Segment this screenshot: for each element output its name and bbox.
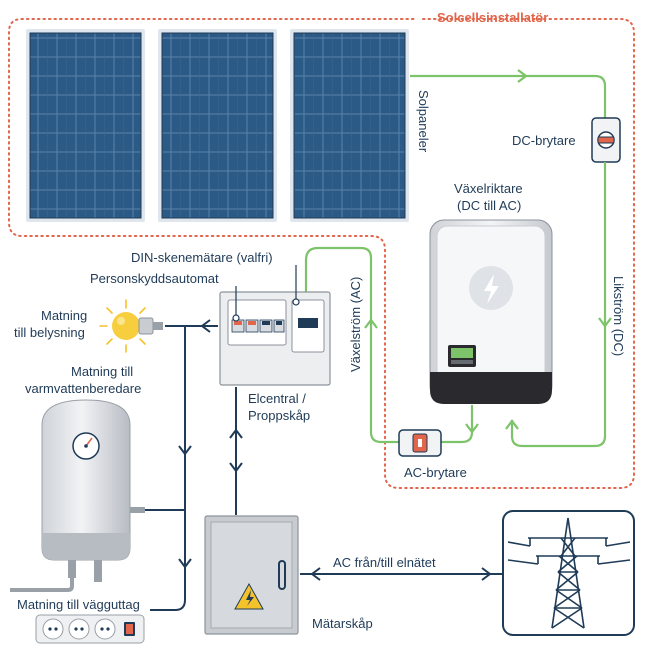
- water-heater-icon: [10, 399, 145, 592]
- bidirectional-arrow-icon: [310, 567, 321, 581]
- alternating-current-label: Växelström (AC): [348, 277, 363, 372]
- distribution-board-label-line2: Proppskåp: [248, 408, 310, 423]
- supply-arrow-icon: [200, 319, 211, 333]
- dc-arrow-icon: [517, 69, 528, 83]
- solar-installer-boundary: [8, 18, 635, 489]
- dc-arrow-icon: [505, 419, 519, 430]
- ac-switch-icon: [398, 429, 442, 457]
- distribution-board-label-line1: Elcentral /: [248, 391, 306, 406]
- rcd-label: Personskyddsautomat: [90, 271, 219, 286]
- supply-arrow-icon: [178, 445, 192, 456]
- bidirectional-arrow-icon: [229, 428, 243, 439]
- power-tower-icon: [502, 510, 635, 636]
- ac-arrow-icon: [364, 318, 378, 329]
- bidirectional-arrow-icon: [229, 462, 243, 473]
- dc-arrow-icon: [598, 317, 612, 328]
- inverter-icon: [429, 219, 553, 404]
- water-heater-label-line1: Matning till: [71, 364, 133, 379]
- solar-panel-icon: [26, 29, 145, 222]
- solar-panel-icon: [158, 29, 277, 222]
- meter-cabinet-icon: [204, 515, 299, 635]
- lighting-label-line1: Matning: [41, 308, 87, 323]
- meter-cabinet-label: Mätarskåp: [312, 616, 373, 631]
- bidirectional-arrow-icon: [481, 567, 492, 581]
- solar-panels-label: Solpaneler: [416, 90, 431, 153]
- grid-label: AC från/till elnätet: [333, 555, 436, 570]
- lighting-label-line2: till belysning: [14, 325, 85, 340]
- dc-line-inverter: [510, 162, 607, 448]
- dc-switch-label: DC-brytare: [512, 133, 576, 148]
- dc-line-panels: [410, 74, 607, 120]
- installer-title: Solcellsinstallatör: [437, 10, 548, 25]
- ac-switch-label: AC-brytare: [404, 465, 467, 480]
- supply-arrow-icon: [178, 558, 192, 569]
- wall-socket-label: Matning till vägguttag: [17, 597, 140, 612]
- inverter-label-line2: (DC till AC): [457, 198, 521, 213]
- water-heater-label-line2: varmvattenberedare: [25, 381, 141, 396]
- solar-panel-icon: [290, 29, 409, 222]
- wall-socket-icon: [35, 614, 145, 644]
- dc-switch-icon: [591, 117, 621, 163]
- direct-current-label: Likström (DC): [611, 276, 626, 356]
- supply-line-branch: [150, 326, 186, 611]
- distribution-board-icon: [219, 291, 331, 386]
- din-meter-label: DIN-skenemätare (valfri): [131, 250, 273, 265]
- light-bulb-icon: [99, 299, 163, 353]
- inverter-label-line1: Växelriktare: [454, 181, 523, 196]
- ac-arrow-icon: [465, 423, 479, 434]
- ac-line-board: [304, 246, 399, 444]
- ac-line-inverter: [441, 405, 474, 444]
